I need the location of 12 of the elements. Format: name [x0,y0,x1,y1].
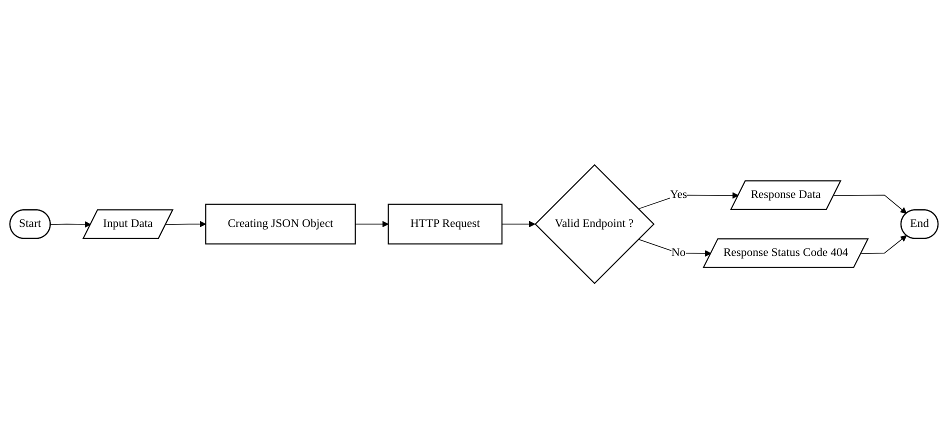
arrow [502,220,536,228]
node-box: Creating JSON Object [205,204,356,244]
arrow [50,221,92,228]
arrow [833,194,907,214]
arrow [860,235,907,254]
arrow [638,192,739,210]
edge-label: No [671,246,686,259]
arrow [166,220,206,228]
node-box: HTTP Request [388,204,503,244]
node-diamond: Valid Endpoint ? [534,164,655,284]
arrow [354,220,389,228]
edge-label: Yes [670,188,688,201]
